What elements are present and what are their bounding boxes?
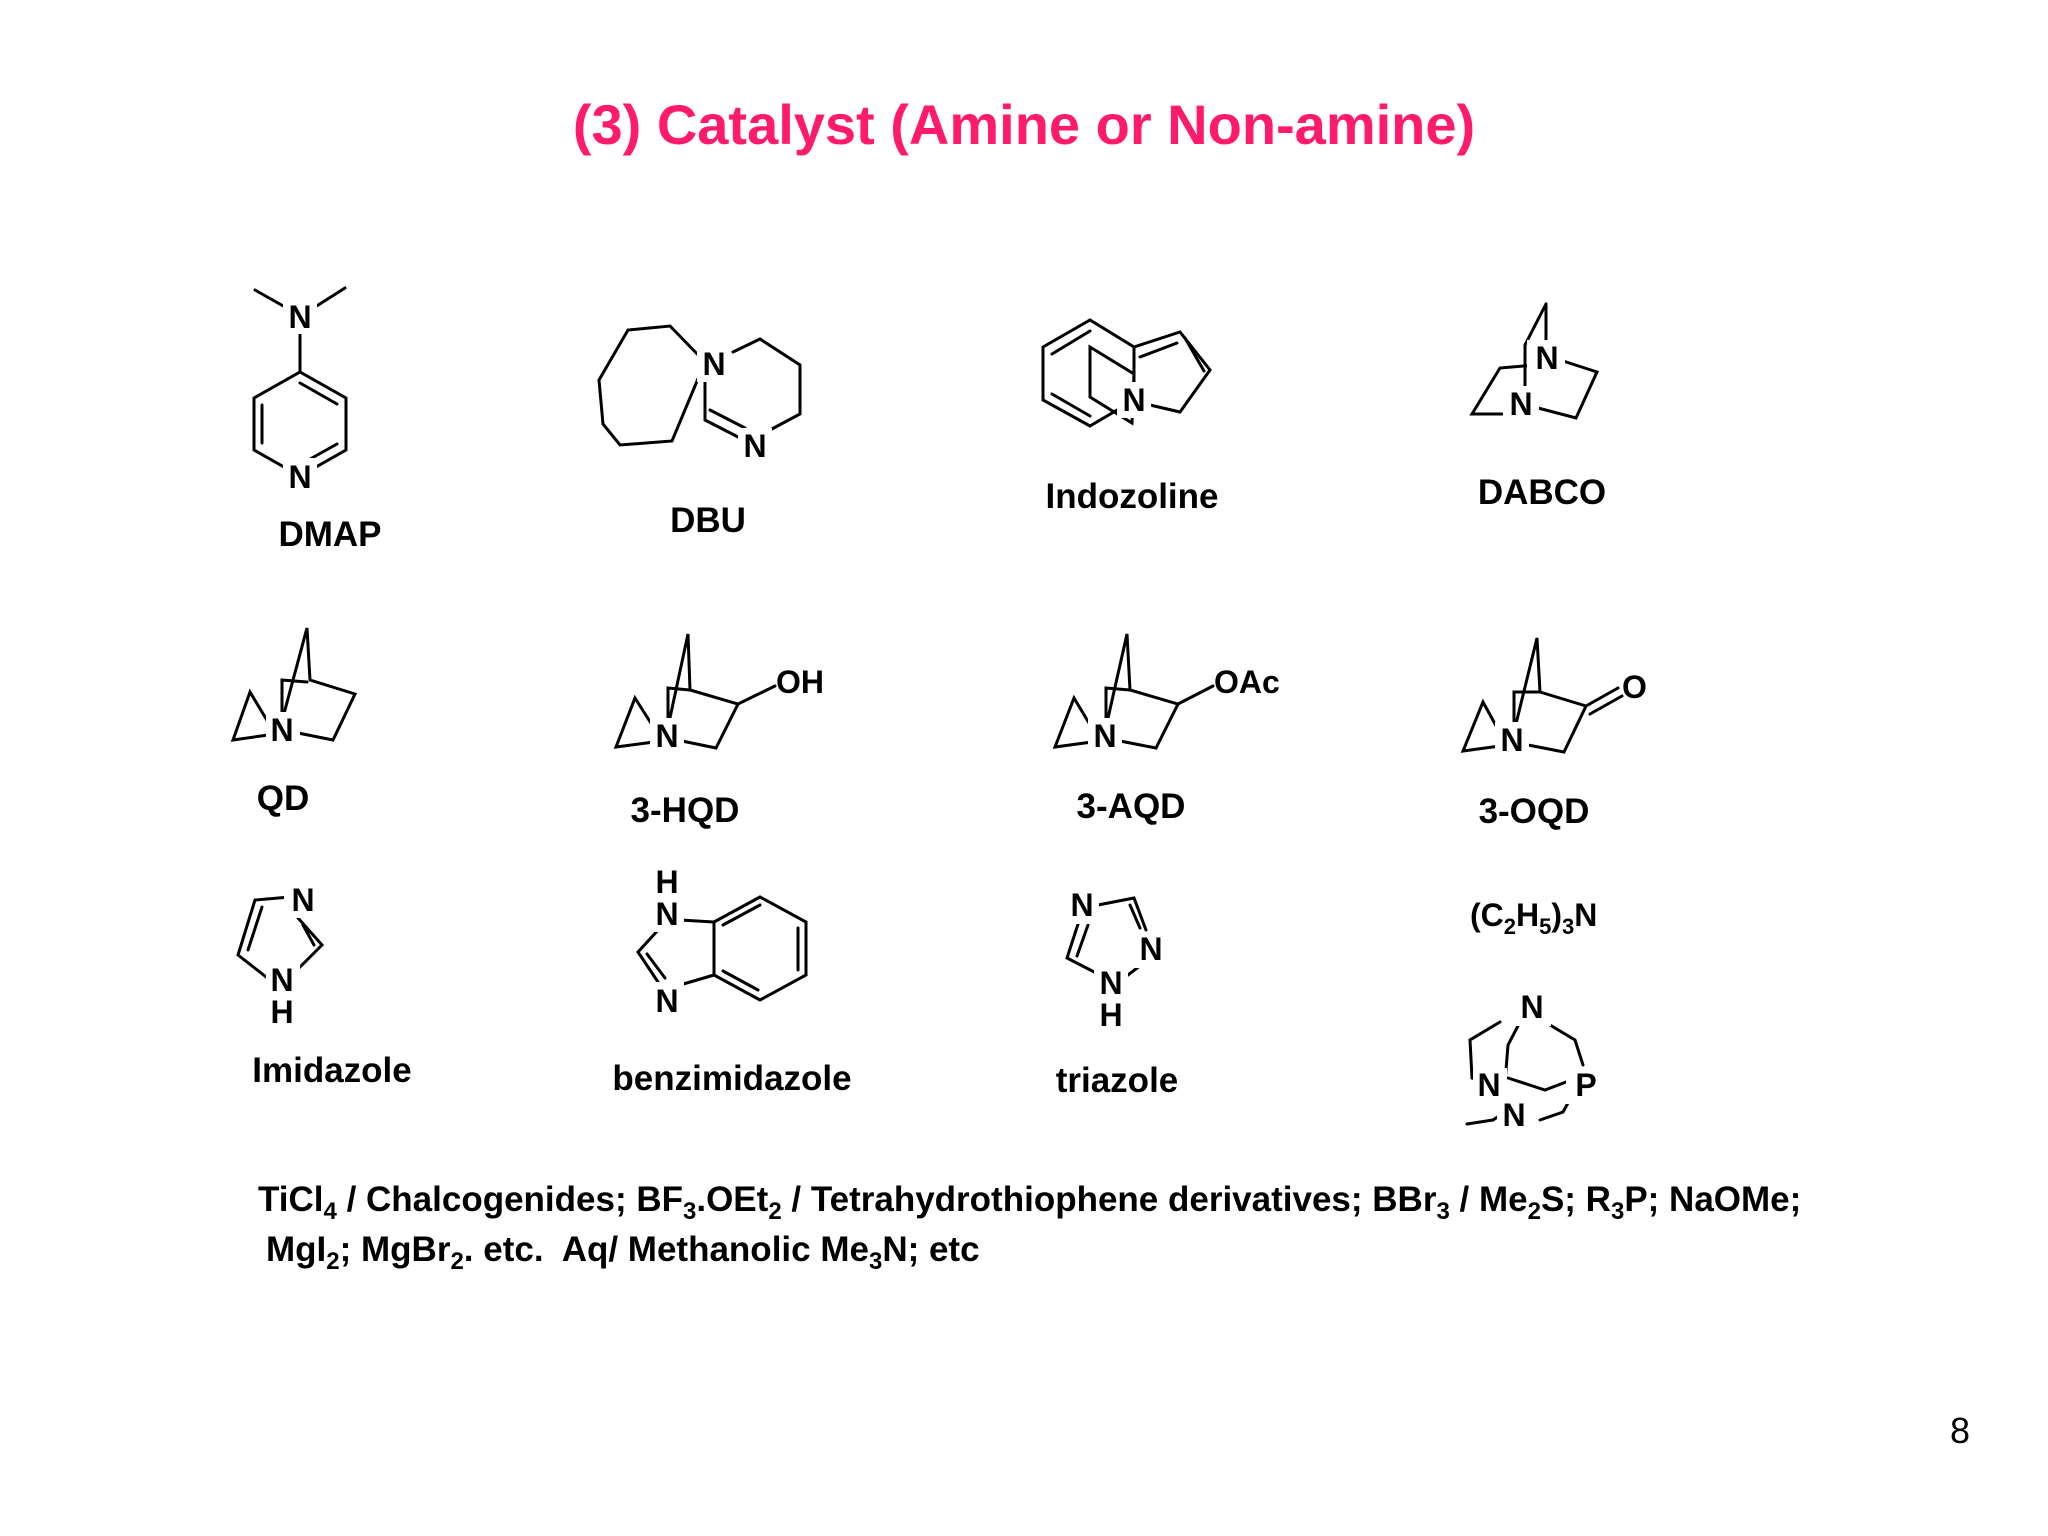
atom-h: H <box>270 994 293 1030</box>
carbonyl-oxygen: O <box>1622 669 1647 705</box>
hydroxyl-group: OH <box>776 664 824 700</box>
compound-label-dabco: DABCO <box>1478 473 1606 512</box>
imidazole-structure: N N H Imidazole <box>236 882 412 1090</box>
atom-n: N <box>1535 340 1558 376</box>
atom-n: N <box>1122 382 1145 418</box>
3-aqd-structure: N OAc 3-AQD <box>1052 633 1280 826</box>
page-number: 8 <box>1949 1410 1970 1451</box>
atom-n: N <box>288 299 311 335</box>
atom-h: H <box>1099 997 1122 1033</box>
3-hqd-structure: N OH 3-HQD <box>613 633 824 830</box>
compound-label-indozoline: Indozoline <box>1045 477 1218 516</box>
atom-n: N <box>270 962 293 998</box>
atom-n: N <box>291 882 314 918</box>
atom-n: N <box>1509 386 1532 422</box>
dbu-structure: N N DBU <box>597 324 802 540</box>
atom-n: N <box>270 712 293 748</box>
atom-n: N <box>702 346 725 382</box>
compound-label-3-oqd: 3-OQD <box>1479 792 1590 831</box>
atom-n: N <box>1502 1097 1525 1133</box>
slide-title: (3) Catalyst (Amine or Non-amine) <box>572 93 1476 156</box>
reagent-note-line-1: TiCl4 / Chalcogenides; BF3.OEt2 / Tetrah… <box>258 1180 1802 1225</box>
atom-n: N <box>1500 722 1523 758</box>
atom-n: N <box>1070 887 1093 923</box>
reagent-note-line-2: MgI2; MgBr2. etc. Aq/ Methanolic Me3N; e… <box>266 1230 980 1275</box>
dabco-structure: N N DABCO <box>1469 302 1606 512</box>
atom-n: N <box>655 718 678 754</box>
triethylamine-formula: (C2H5)3N <box>1470 897 1597 939</box>
compound-label-3-hqd: 3-HQD <box>631 791 740 830</box>
compound-label-imidazole: Imidazole <box>252 1051 411 1090</box>
atom-n: N <box>1093 718 1116 754</box>
compound-label-3-aqd: 3-AQD <box>1077 787 1186 826</box>
atom-n: N <box>655 983 678 1019</box>
atom-n: N <box>288 459 311 495</box>
triazole-structure: N N N H triazole <box>1056 887 1179 1100</box>
atom-p: P <box>1575 1067 1596 1103</box>
dmap-structure: N N DMAP <box>252 286 382 554</box>
atom-n: N <box>1520 989 1543 1025</box>
atom-n: N <box>1477 1067 1500 1103</box>
pta-structure: N N P N <box>1465 989 1600 1134</box>
indozoline-structure: N Indozoline <box>1041 318 1219 516</box>
compound-label-dbu: DBU <box>670 501 746 540</box>
atom-n: N <box>1099 965 1122 1001</box>
compound-label-dmap: DMAP <box>278 515 381 554</box>
benzimidazole-structure: H N N benzimidazole <box>612 864 851 1098</box>
atom-n: N <box>1139 931 1162 967</box>
qd-structure: N QD <box>230 627 358 818</box>
atom-n: N <box>743 428 766 464</box>
atom-h: H <box>655 864 678 900</box>
compound-label-benzimidazole: benzimidazole <box>612 1059 851 1098</box>
atom-n: N <box>655 896 678 932</box>
compound-label-triazole: triazole <box>1056 1061 1179 1100</box>
formula-text: (C2H5)3N <box>1470 897 1597 939</box>
compound-label-qd: QD <box>257 779 310 818</box>
acetoxy-group: OAc <box>1214 664 1280 700</box>
3-oqd-structure: N O 3-OQD <box>1460 637 1647 831</box>
